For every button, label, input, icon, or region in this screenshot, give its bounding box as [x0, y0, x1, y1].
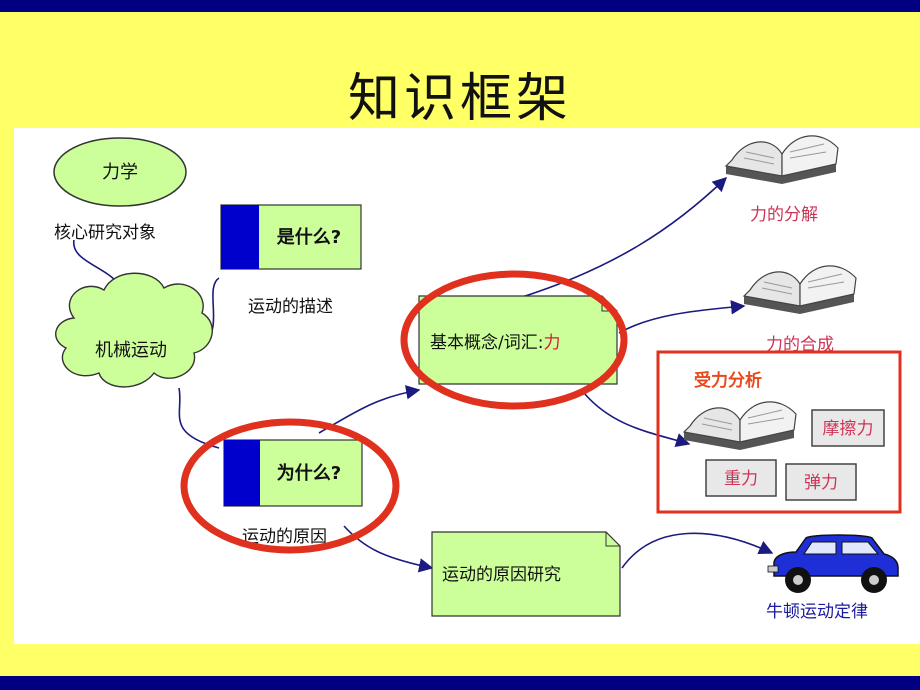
mechanics-ellipse: [53, 137, 187, 207]
mech-motion-label: 机械运动: [95, 340, 167, 361]
mechanics-label: 力学: [102, 162, 138, 183]
car-icon: [767, 534, 899, 593]
arrow-why-to-cause: [343, 525, 434, 573]
decompose-label: 力的分解: [750, 205, 818, 225]
concepts-label: 基本概念/词汇:力: [430, 332, 560, 353]
friction-label: 摩擦力: [823, 419, 874, 439]
compose-label: 力的合成: [766, 335, 834, 355]
node-what: 是什么?: [220, 204, 362, 270]
node-basic-concepts: 基本概念/词汇:力: [418, 295, 618, 385]
concept-map: 力学 核心研究对象 机械运动 是什么? 运动的描述 为什么? 运动的原因: [53, 135, 902, 622]
newton-label: 牛顿运动定律: [766, 602, 868, 622]
force-analysis-title: 受力分析: [694, 370, 762, 391]
bottom-rule: [0, 676, 920, 690]
node-cause-research: 运动的原因研究: [431, 531, 621, 617]
highlight-circle-why: [180, 418, 400, 554]
what-label: 是什么?: [276, 226, 341, 248]
book-icon: [682, 401, 797, 450]
arrow-concepts-to-decompose: [518, 177, 728, 299]
motion-cause-label: 运动的原因: [242, 527, 327, 547]
slide-title: 知识框架: [347, 69, 572, 129]
diagram-panel: 力学 核心研究对象 机械运动 是什么? 运动的描述 为什么? 运动的原因: [14, 128, 920, 644]
elastic-label: 弹力: [804, 473, 838, 493]
blue-tab: [221, 205, 259, 269]
node-mechanics: 力学: [53, 137, 187, 207]
highlight-circle-concepts: [400, 270, 628, 410]
blue-tab: [224, 440, 260, 506]
cause-research-label: 运动的原因研究: [442, 565, 561, 585]
core-object-label: 核心研究对象: [54, 223, 156, 243]
book-icon: [724, 135, 839, 184]
arrow-concepts-to-compose: [618, 300, 746, 334]
force-analysis-box: 受力分析 摩擦力 重力 弹力: [656, 350, 902, 514]
node-mechanical-motion: 机械运动: [55, 272, 213, 388]
top-rule: [0, 0, 920, 12]
arrow-cause-to-newton: [621, 532, 774, 569]
book-icon: [742, 265, 857, 314]
gravity-label: 重力: [724, 469, 758, 489]
motion-desc-label: 运动的描述: [248, 297, 333, 317]
arrow-motion-to-why: [178, 387, 220, 449]
node-why: 为什么?: [223, 439, 363, 507]
why-label: 为什么?: [277, 462, 341, 484]
cloud-shape: [55, 272, 213, 388]
arrow-concepts-to-analysis: [583, 392, 691, 447]
